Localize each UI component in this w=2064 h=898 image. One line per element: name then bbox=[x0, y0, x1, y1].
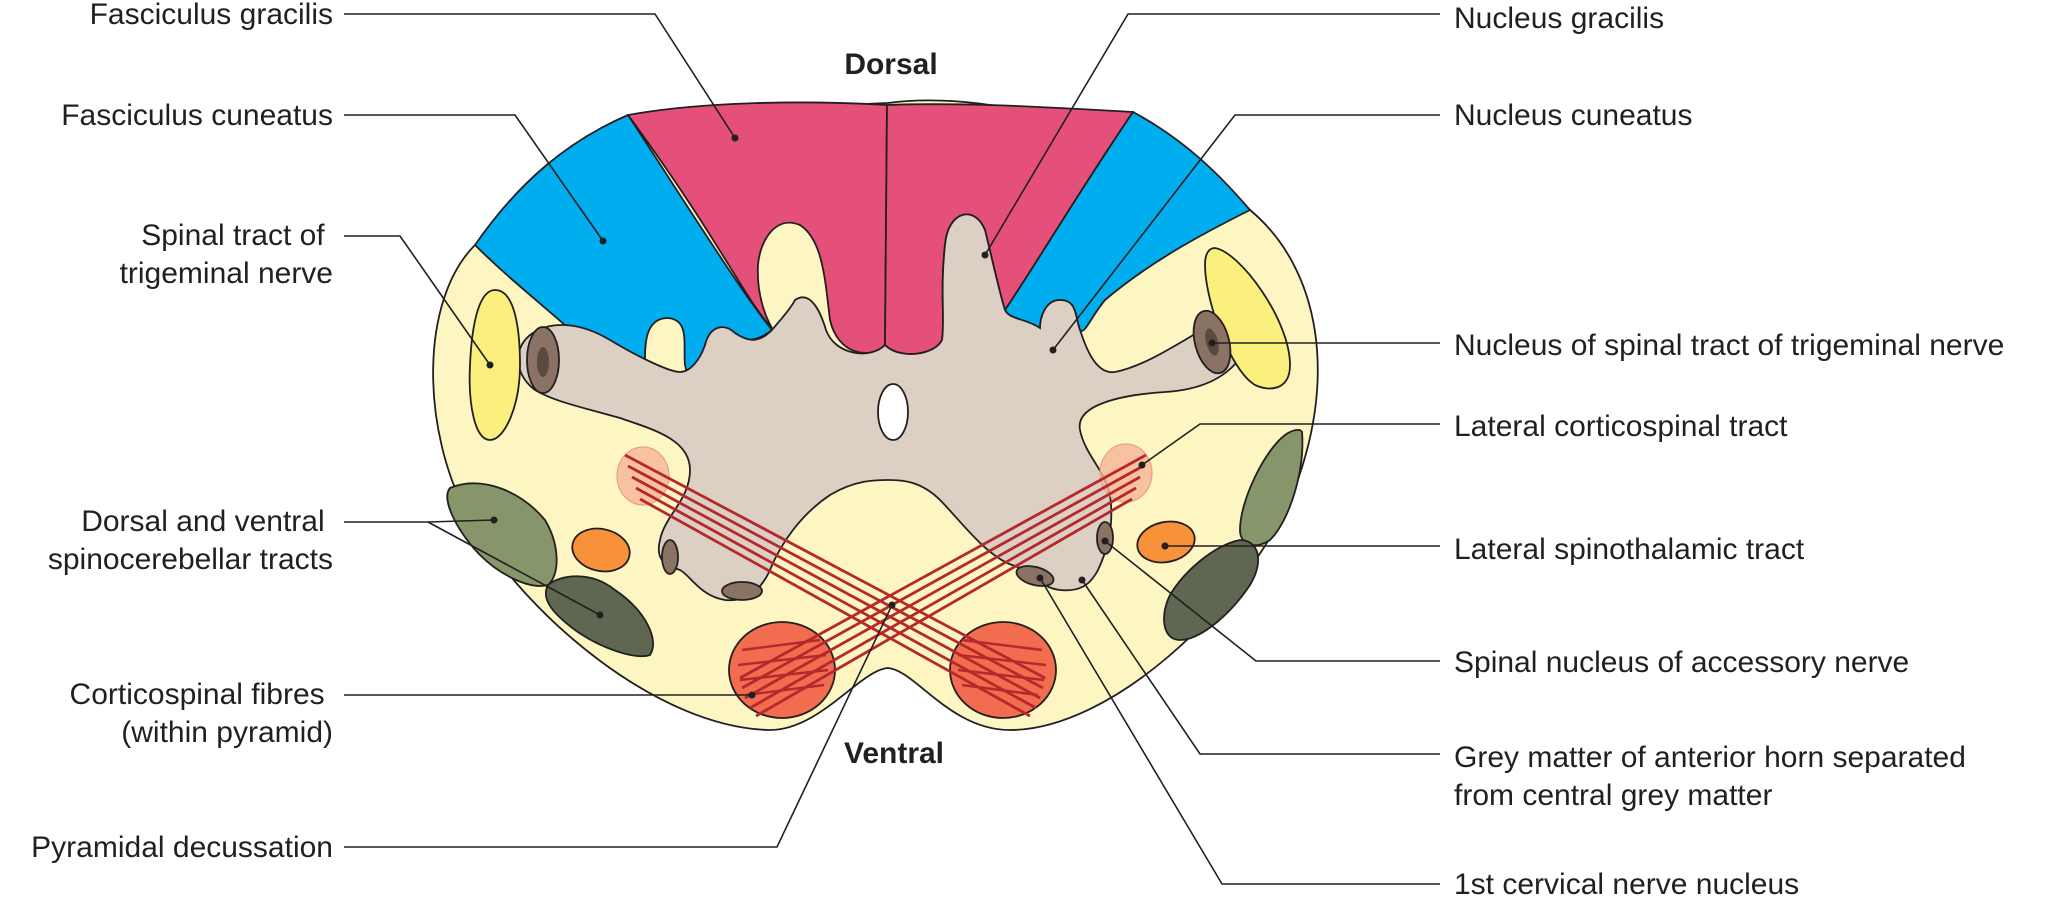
decussation-fibres bbox=[624, 453, 1147, 718]
spinocerebellar-dorsal-pointer-dot bbox=[490, 516, 498, 524]
spinothalamic-tract-left bbox=[571, 527, 631, 573]
first-cervical-nucleus-right bbox=[1015, 565, 1055, 587]
label-corticospinal-fibres: Corticospinal fibres (within pyramid) bbox=[70, 678, 333, 749]
spinal-tract-trigeminal-right bbox=[1204, 247, 1291, 390]
label-fasciculus-gracilis: Fasciculus gracilis bbox=[90, 0, 333, 31]
label-first-cervical-nerve-nucleus: 1st cervical nerve nucleus bbox=[1454, 868, 1799, 898]
central-canal bbox=[877, 383, 909, 441]
trigeminal-nucleus-left-core bbox=[537, 347, 549, 377]
lateral-corticospinal-pointer-dot bbox=[1138, 461, 1146, 469]
spinocerebellar-ventral-pointer-dot bbox=[596, 611, 604, 619]
label-spinal-tract-trigeminal: Spinal tract of trigeminal nerve bbox=[120, 219, 333, 290]
leader-lines-left bbox=[344, 13, 893, 848]
gracilis-pointer-dot bbox=[731, 134, 739, 142]
ventral-label: Ventral bbox=[844, 737, 944, 770]
decussation-pointer-dot bbox=[888, 601, 896, 609]
label-nucleus-cuneatus: Nucleus cuneatus bbox=[1454, 99, 1692, 132]
accessory-nucleus-left bbox=[661, 539, 679, 575]
first-cervical-nucleus-left bbox=[721, 581, 763, 601]
label-nucleus-gracilis: Nucleus gracilis bbox=[1454, 2, 1664, 35]
label-spinocerebellar-tracts: Dorsal and ventral spinocerebellar tract… bbox=[48, 505, 333, 576]
label-spinal-nucleus-accessory: Spinal nucleus of accessory nerve bbox=[1454, 646, 1909, 679]
ventral-spinocerebellar-right bbox=[1163, 539, 1259, 641]
label-lateral-corticospinal-tract: Lateral corticospinal tract bbox=[1454, 410, 1788, 443]
spinothalamic-tract-right bbox=[1136, 520, 1196, 564]
nucleus-cuneatus-pointer-dot bbox=[1049, 346, 1057, 354]
pyramid-fibres bbox=[737, 638, 1047, 697]
label-grey-matter-anterior-horn: Grey matter of anterior horn separated f… bbox=[1454, 741, 1974, 812]
label-lateral-spinothalamic-tract: Lateral spinothalamic tract bbox=[1454, 533, 1805, 566]
label-pyramidal-decussation: Pyramidal decussation bbox=[31, 831, 333, 864]
label-fasciculus-cuneatus: Fasciculus cuneatus bbox=[61, 99, 333, 132]
accessory-pointer-dot bbox=[1101, 537, 1109, 545]
cuneatus-pointer-dot bbox=[599, 237, 607, 245]
label-nucleus-spinal-tract-trigeminal: Nucleus of spinal tract of trigeminal ne… bbox=[1454, 329, 2004, 362]
dorsal-label: Dorsal bbox=[844, 48, 937, 81]
first-cervical-pointer-dot bbox=[1036, 574, 1044, 582]
spinothalamic-pointer-dot bbox=[1161, 542, 1169, 550]
spinal-tract-trigeminal-left bbox=[468, 289, 521, 441]
leader-lines-right bbox=[984, 13, 1440, 885]
corticospinal-pointer-dot bbox=[748, 691, 756, 699]
trigeminal-tract-pointer-dot bbox=[486, 361, 494, 369]
dorsal-spinocerebellar-right bbox=[1239, 428, 1304, 547]
nucleus-gracilis-pointer-dot bbox=[981, 251, 989, 259]
trigeminal-nucleus-pointer-dot bbox=[1208, 339, 1216, 347]
anterior-horn-pointer-dot bbox=[1078, 576, 1086, 584]
